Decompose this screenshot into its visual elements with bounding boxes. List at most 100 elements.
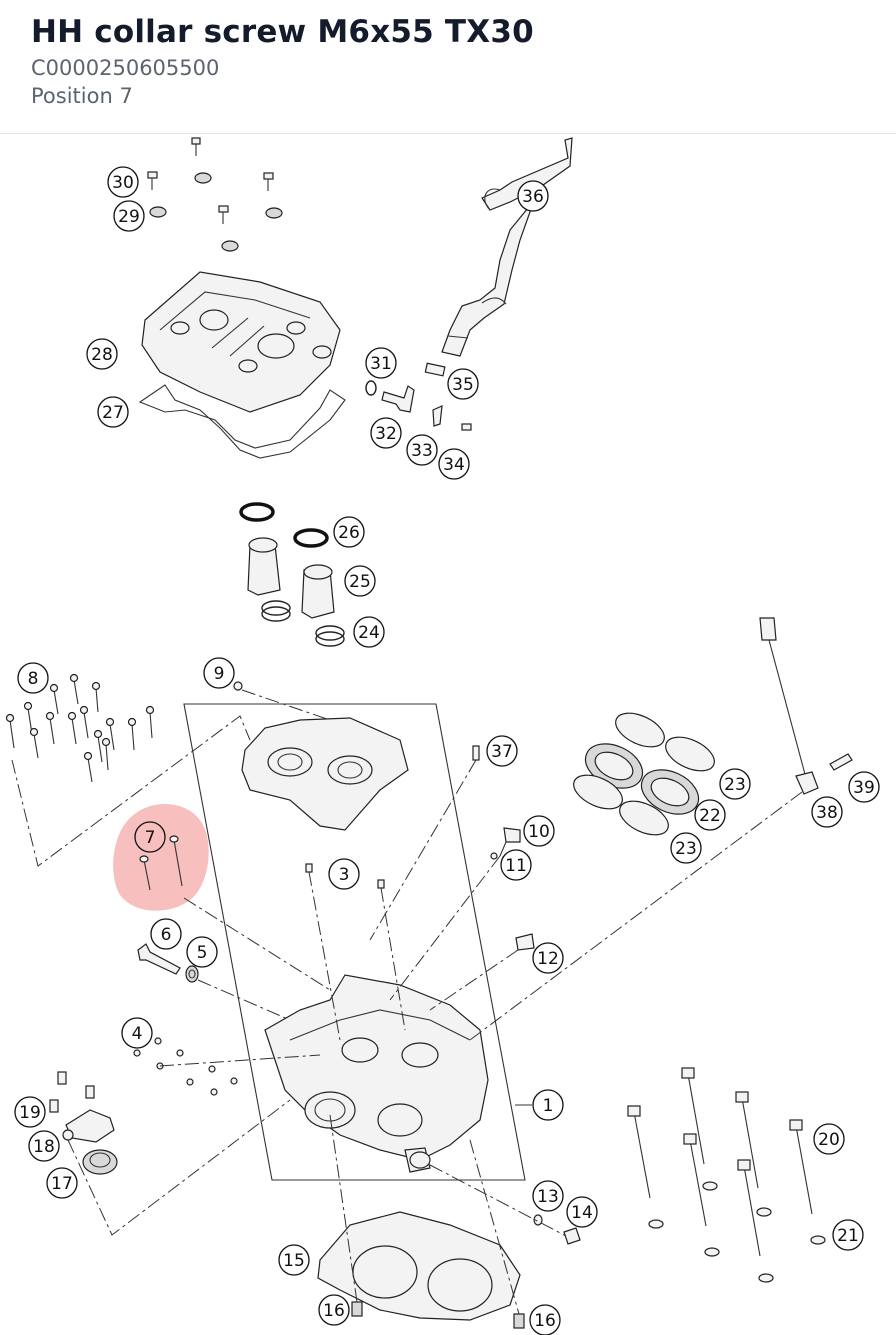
callout-12[interactable]: 12 [532, 942, 564, 974]
svg-text:13: 13 [537, 1187, 559, 1207]
part-header: HH collar screw M6x55 TX30 C000025060550… [0, 0, 896, 134]
exploded-parts-diagram: 1 3 4 5 6 7 8 9 10 11 12 13 14 15 16 16 … [5, 137, 880, 1335]
svg-text:19: 19 [19, 1103, 41, 1123]
callout-19[interactable]: 19 [14, 1096, 46, 1128]
svg-text:4: 4 [132, 1024, 143, 1044]
callout-23-bottom[interactable]: 23 [670, 832, 702, 864]
callout-20[interactable]: 20 [813, 1123, 845, 1155]
callout-34[interactable]: 34 [438, 448, 470, 480]
callout-6[interactable]: 6 [150, 918, 182, 950]
callout-17[interactable]: 17 [46, 1167, 78, 1199]
callout-33[interactable]: 33 [406, 434, 438, 466]
svg-text:17: 17 [51, 1174, 73, 1194]
plug-and-seal [137, 943, 199, 983]
callout-3[interactable]: 3 [328, 858, 360, 890]
svg-text:6: 6 [161, 925, 172, 945]
intake-flanges [573, 712, 715, 836]
callout-7[interactable]: 7 [134, 821, 166, 853]
breather-hose [441, 137, 573, 357]
callout-22[interactable]: 22 [694, 799, 726, 831]
callout-8[interactable]: 8 [17, 662, 49, 694]
svg-text:8: 8 [28, 669, 39, 689]
callout-1[interactable]: 1 [532, 1089, 564, 1121]
svg-text:11: 11 [505, 856, 527, 876]
part-number: C0000250605500 [31, 56, 220, 80]
callout-29[interactable]: 29 [113, 200, 145, 232]
callout-4[interactable]: 4 [121, 1017, 153, 1049]
svg-text:31: 31 [370, 354, 392, 374]
plug-13-14 [429, 1164, 581, 1245]
callout-28[interactable]: 28 [86, 338, 118, 370]
svg-text:33: 33 [411, 441, 433, 461]
svg-text:7: 7 [145, 828, 156, 848]
head-bolts [627, 1067, 826, 1283]
callout-31[interactable]: 31 [365, 347, 397, 379]
callout-30[interactable]: 30 [107, 166, 139, 198]
valve-cover-screws [147, 137, 283, 252]
svg-text:37: 37 [491, 742, 513, 762]
svg-text:25: 25 [349, 572, 371, 592]
cylinder-head [264, 974, 489, 1173]
svg-text:9: 9 [214, 664, 225, 684]
svg-text:30: 30 [112, 173, 134, 193]
svg-text:34: 34 [443, 455, 465, 475]
thermostat-housing [49, 1071, 291, 1236]
callout-11[interactable]: 11 [500, 849, 532, 881]
svg-text:36: 36 [522, 187, 544, 207]
svg-text:20: 20 [818, 1130, 840, 1150]
callout-32[interactable]: 32 [370, 417, 402, 449]
svg-text:29: 29 [118, 207, 140, 227]
callout-25[interactable]: 25 [344, 565, 376, 597]
callout-16-left[interactable]: 16 [318, 1294, 350, 1326]
breather-fittings [365, 362, 472, 431]
callout-26[interactable]: 26 [333, 516, 365, 548]
callout-24[interactable]: 24 [353, 616, 385, 648]
svg-text:15: 15 [283, 1251, 305, 1271]
svg-text:3: 3 [339, 865, 350, 885]
valve-cover-gasket [138, 384, 346, 459]
svg-text:27: 27 [102, 403, 124, 423]
callout-39[interactable]: 39 [848, 771, 880, 803]
svg-text:16: 16 [534, 1311, 556, 1331]
svg-text:24: 24 [358, 623, 380, 643]
svg-text:38: 38 [816, 803, 838, 823]
callout-14[interactable]: 14 [566, 1196, 598, 1228]
callout-13[interactable]: 13 [532, 1180, 564, 1212]
svg-text:21: 21 [837, 1226, 859, 1246]
callout-16-right[interactable]: 16 [529, 1304, 561, 1335]
callout-5[interactable]: 5 [186, 936, 218, 968]
position-highlight [113, 803, 209, 911]
svg-text:35: 35 [452, 375, 474, 395]
callout-18[interactable]: 18 [28, 1130, 60, 1162]
callout-15[interactable]: 15 [278, 1244, 310, 1276]
callout-35[interactable]: 35 [447, 368, 479, 400]
part-position: Position 7 [31, 84, 133, 108]
svg-text:39: 39 [853, 778, 875, 798]
callout-21[interactable]: 21 [832, 1219, 864, 1251]
intake-seals [239, 502, 345, 647]
callout-23-top[interactable]: 23 [719, 768, 751, 800]
svg-text:22: 22 [699, 806, 721, 826]
camshaft-bearing-bridge [233, 681, 409, 831]
svg-text:23: 23 [724, 775, 746, 795]
svg-text:5: 5 [197, 943, 208, 963]
svg-text:28: 28 [91, 345, 113, 365]
part-title: HH collar screw M6x55 TX30 [31, 14, 534, 50]
callout-38[interactable]: 38 [811, 796, 843, 828]
svg-text:23: 23 [675, 839, 697, 859]
callout-37[interactable]: 37 [486, 735, 518, 767]
svg-text:26: 26 [338, 523, 360, 543]
callout-27[interactable]: 27 [97, 396, 129, 428]
head-studs [305, 863, 406, 1041]
callout-9[interactable]: 9 [203, 657, 235, 689]
svg-text:32: 32 [375, 424, 397, 444]
small-screws-4 [133, 1037, 321, 1096]
svg-text:12: 12 [537, 949, 559, 969]
callout-36[interactable]: 36 [517, 180, 549, 212]
svg-text:18: 18 [33, 1137, 55, 1157]
svg-text:16: 16 [323, 1301, 345, 1321]
svg-text:1: 1 [543, 1096, 554, 1116]
svg-text:14: 14 [571, 1203, 593, 1223]
valve-cover [141, 271, 341, 413]
callout-10[interactable]: 10 [523, 815, 555, 847]
